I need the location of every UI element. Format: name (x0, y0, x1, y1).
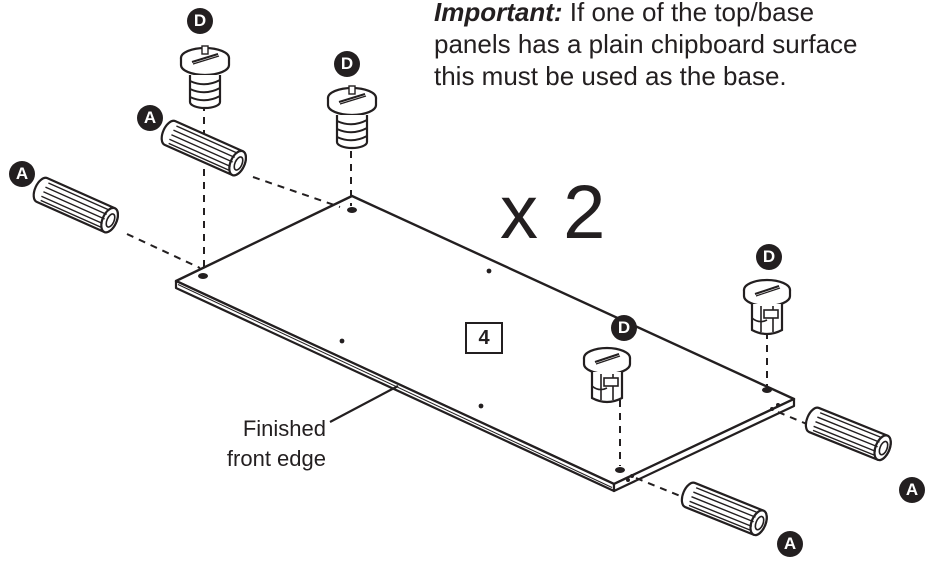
note-line-1: If one of the top/base (562, 0, 815, 27)
cam-bolt-left (179, 44, 231, 110)
part-badge-d: D (611, 315, 637, 341)
finished-front-edge-label: Finished front edge (196, 414, 326, 474)
edge-label-line-2: front edge (226, 446, 326, 471)
part-badge-d: D (756, 244, 782, 270)
part-badge-a: A (899, 477, 925, 503)
note-line-3: this must be used as the base. (434, 61, 787, 91)
edge-label-line-1: Finished (242, 416, 326, 441)
important-label: Important: (434, 0, 563, 27)
part-badge-a: A (137, 105, 163, 131)
cam-housing-middle (582, 346, 632, 404)
part-badge-a: A (9, 161, 35, 187)
part-badge-a: A (777, 531, 803, 557)
quantity-label: x 2 (500, 170, 608, 255)
dowel-top-left (29, 174, 123, 236)
note-line-2: panels has a plain chipboard surface (434, 29, 858, 59)
cam-housing-right (742, 278, 792, 336)
part-badge-d: D (187, 8, 213, 34)
panel-number-box: 4 (465, 322, 503, 354)
part-badge-d: D (334, 51, 360, 77)
dowel-bottom-middle (677, 479, 772, 539)
important-note: Important: If one of the top/base panels… (434, 0, 925, 92)
dowel-bottom-right (801, 404, 896, 464)
dowel-top-middle (157, 117, 251, 179)
cam-bolt-middle (326, 84, 378, 150)
